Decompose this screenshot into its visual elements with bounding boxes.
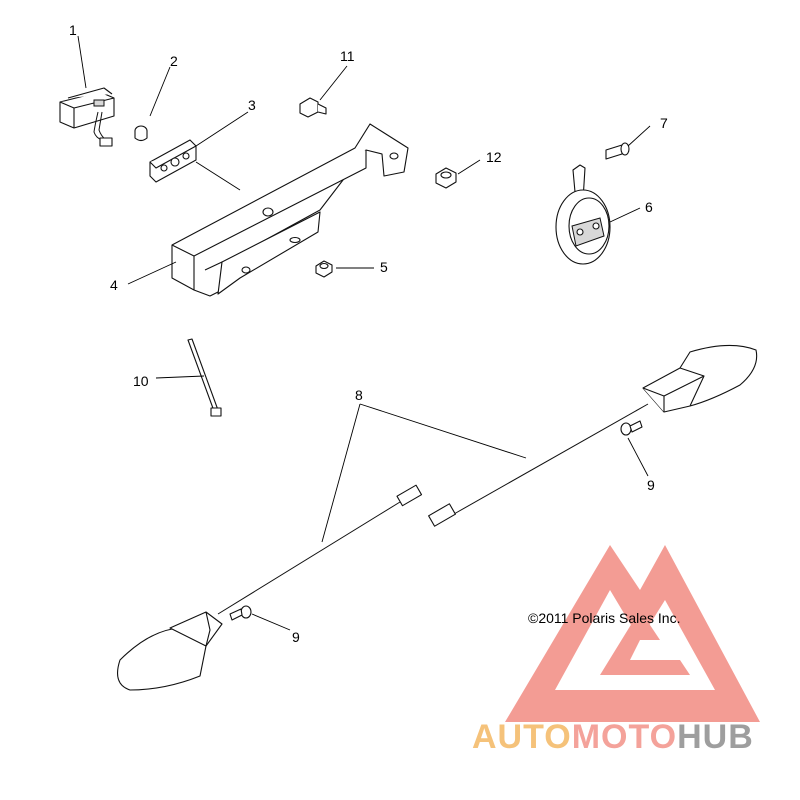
callout-9-left: 9 (292, 629, 300, 645)
callout-8: 8 (355, 387, 363, 403)
callout-11: 11 (340, 48, 355, 64)
callout-12: 12 (486, 149, 502, 165)
callout-2: 2 (170, 53, 178, 69)
callout-7: 7 (660, 115, 668, 131)
part-screw-9-right (620, 420, 643, 436)
part-cable-tie (187, 338, 222, 417)
watermark-word-moto: MOTO (572, 718, 677, 756)
part-bracket (171, 123, 409, 297)
callout-3: 3 (248, 97, 256, 113)
part-spacer (134, 125, 148, 142)
part-bolt-11 (299, 97, 327, 118)
callout-10: 10 (133, 373, 149, 389)
watermark-wordmark: AUTOMOTOHUB (472, 718, 754, 756)
watermark-logo (505, 545, 760, 722)
part-horn (555, 164, 611, 265)
part-screw-9-left (229, 605, 252, 621)
watermark-triangle-inner (600, 610, 690, 675)
part-turn-signal-right (428, 344, 758, 527)
callout-labels: 1 2 3 4 5 6 7 8 9 9 10 11 12 (69, 22, 668, 645)
part-nut-5 (315, 260, 333, 278)
callout-6: 6 (645, 199, 653, 215)
callout-4: 4 (110, 277, 118, 293)
watermark-word-hub: HUB (677, 718, 754, 756)
callout-9-right: 9 (647, 477, 655, 493)
part-screw-7 (605, 142, 630, 160)
part-license-light (59, 87, 115, 147)
callout-1: 1 (69, 22, 77, 38)
part-turn-signal-left (117, 484, 423, 691)
copyright-notice: ©2011 Polaris Sales Inc. (528, 610, 680, 626)
part-nut-12 (435, 167, 457, 189)
leader-lines (77, 35, 651, 631)
watermark-word-auto: AUTO (472, 718, 572, 756)
watermark-triangle-outline (505, 545, 760, 722)
callout-5: 5 (380, 259, 388, 275)
part-mounting-plate (149, 139, 197, 183)
